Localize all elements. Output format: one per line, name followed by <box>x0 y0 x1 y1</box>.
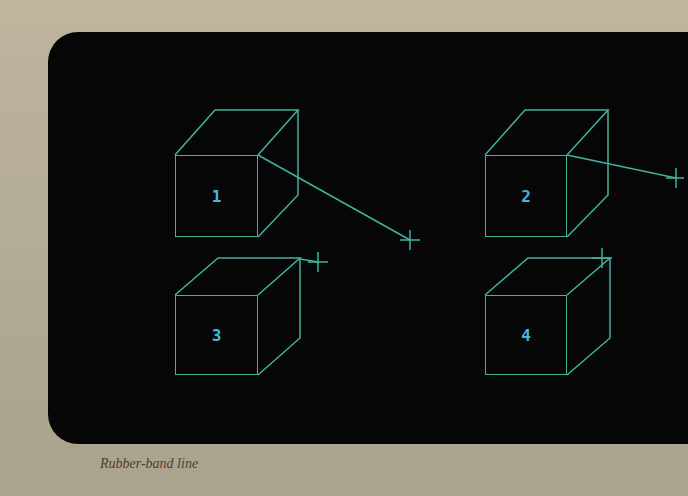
cube-number: 4 <box>521 326 531 345</box>
crosshairs <box>308 168 684 272</box>
cube-edge <box>485 258 610 375</box>
cube-front-face: 4 <box>485 295 567 375</box>
crosshair-cursor <box>666 168 684 188</box>
rubber-band-line <box>258 155 410 240</box>
crosshair-cursor <box>308 252 328 272</box>
cube-number: 3 <box>212 326 222 345</box>
cube-front-face: 1 <box>175 155 258 237</box>
cube-front-face: 2 <box>485 155 567 237</box>
cube-edge <box>175 110 298 237</box>
cube-number: 1 <box>212 187 222 206</box>
figure-caption: Rubber-band line <box>100 456 198 472</box>
cube-edges <box>175 110 610 375</box>
cube-edge <box>175 258 300 375</box>
crosshair-cursor <box>592 248 612 268</box>
crosshair-cursor <box>400 230 420 250</box>
rubber-band-lines <box>258 155 676 262</box>
rubber-band-line <box>567 155 676 178</box>
cube-edge <box>485 110 608 237</box>
cube-number: 2 <box>521 187 531 206</box>
cube-front-face: 3 <box>175 295 258 375</box>
crt-screen <box>48 32 688 444</box>
